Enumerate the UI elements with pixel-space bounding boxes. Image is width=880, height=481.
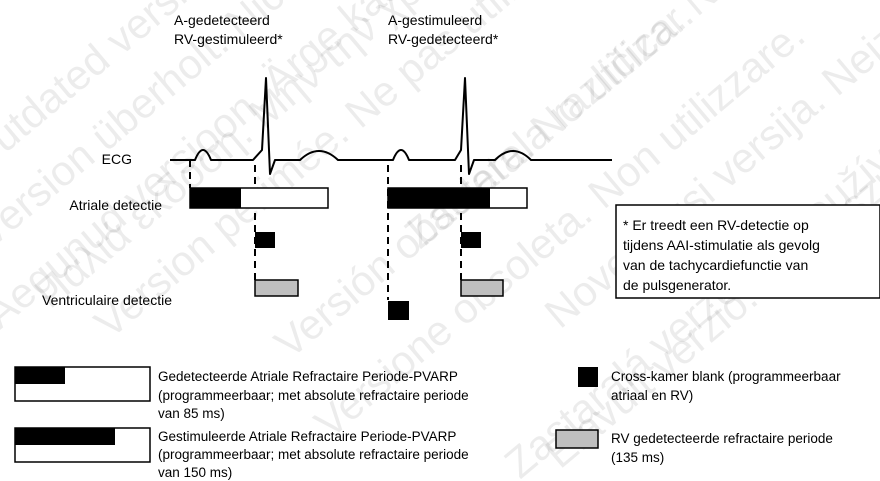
legend-swatch-cross-blank	[578, 367, 598, 387]
cross-chamber-blank-atrial	[461, 232, 481, 248]
legend-paced-pvarp-text: van 150 ms)	[158, 465, 232, 480]
legend-swatch-paced-pvarp-fill	[15, 428, 115, 445]
legend-sensed-pvarp-text: Gedetecteerde Atriale Refractaire Period…	[158, 369, 458, 384]
footnote-box	[615, 204, 880, 299]
ventricular-detection-label: Ventriculaire detectie	[42, 292, 172, 308]
legend-paced-pvarp-text: Gestimuleerde Atriale Refractaire Period…	[158, 429, 456, 444]
cross-chamber-blank-rv	[388, 301, 409, 320]
ecg-trace	[170, 77, 612, 175]
ecg-label: ECG	[102, 151, 132, 167]
legend-paced-pvarp-text: (programmeerbaar; met absolute refractai…	[158, 447, 469, 462]
header-left-line2: RV-gestimuleerd*	[174, 31, 283, 47]
legend-sensed-pvarp-text: van 85 ms)	[158, 406, 225, 421]
header-left-line1: A-gedetecteerd	[174, 12, 270, 28]
legend-swatch-sensed-pvarp-fill	[15, 367, 65, 384]
legend-rv-refractory-text: RV gedetecteerde refractaire periode	[611, 431, 833, 446]
legend-cross-blank-text: atriaal en RV)	[611, 388, 693, 403]
paced-pvarp-absolute	[388, 188, 490, 208]
footnote-line: de pulsgenerator.	[623, 277, 731, 293]
rv-refractory-bar	[460, 279, 504, 297]
legend: Gedetecteerde Atriale Refractaire Period…	[14, 366, 841, 480]
event-markers	[189, 160, 462, 300]
sensed-pvarp-absolute	[190, 188, 241, 208]
rv-refractory-bar	[254, 279, 299, 297]
legend-sensed-pvarp-text: (programmeerbaar; met absolute refractai…	[158, 388, 469, 403]
legend-rv-refractory-text: (135 ms)	[611, 450, 664, 465]
footnote-line: tijdens AAI-stimulatie als gevolg	[623, 237, 820, 253]
atrial-detection-label: Atriale detectie	[69, 197, 162, 213]
footnote-line: van de tachycardiefunctie van	[623, 257, 808, 273]
legend-cross-blank-text: Cross-kamer blank (programmeerbaar	[611, 369, 841, 384]
header-right-line1: A-gestimuleerd	[388, 12, 482, 28]
footnote-line: * Er treedt een RV-detectie op	[623, 217, 809, 233]
legend-swatch-rv-refractory	[555, 429, 599, 449]
cross-chamber-blank-atrial	[255, 232, 275, 248]
header-right-line2: RV-gedetecteerd*	[388, 31, 499, 47]
